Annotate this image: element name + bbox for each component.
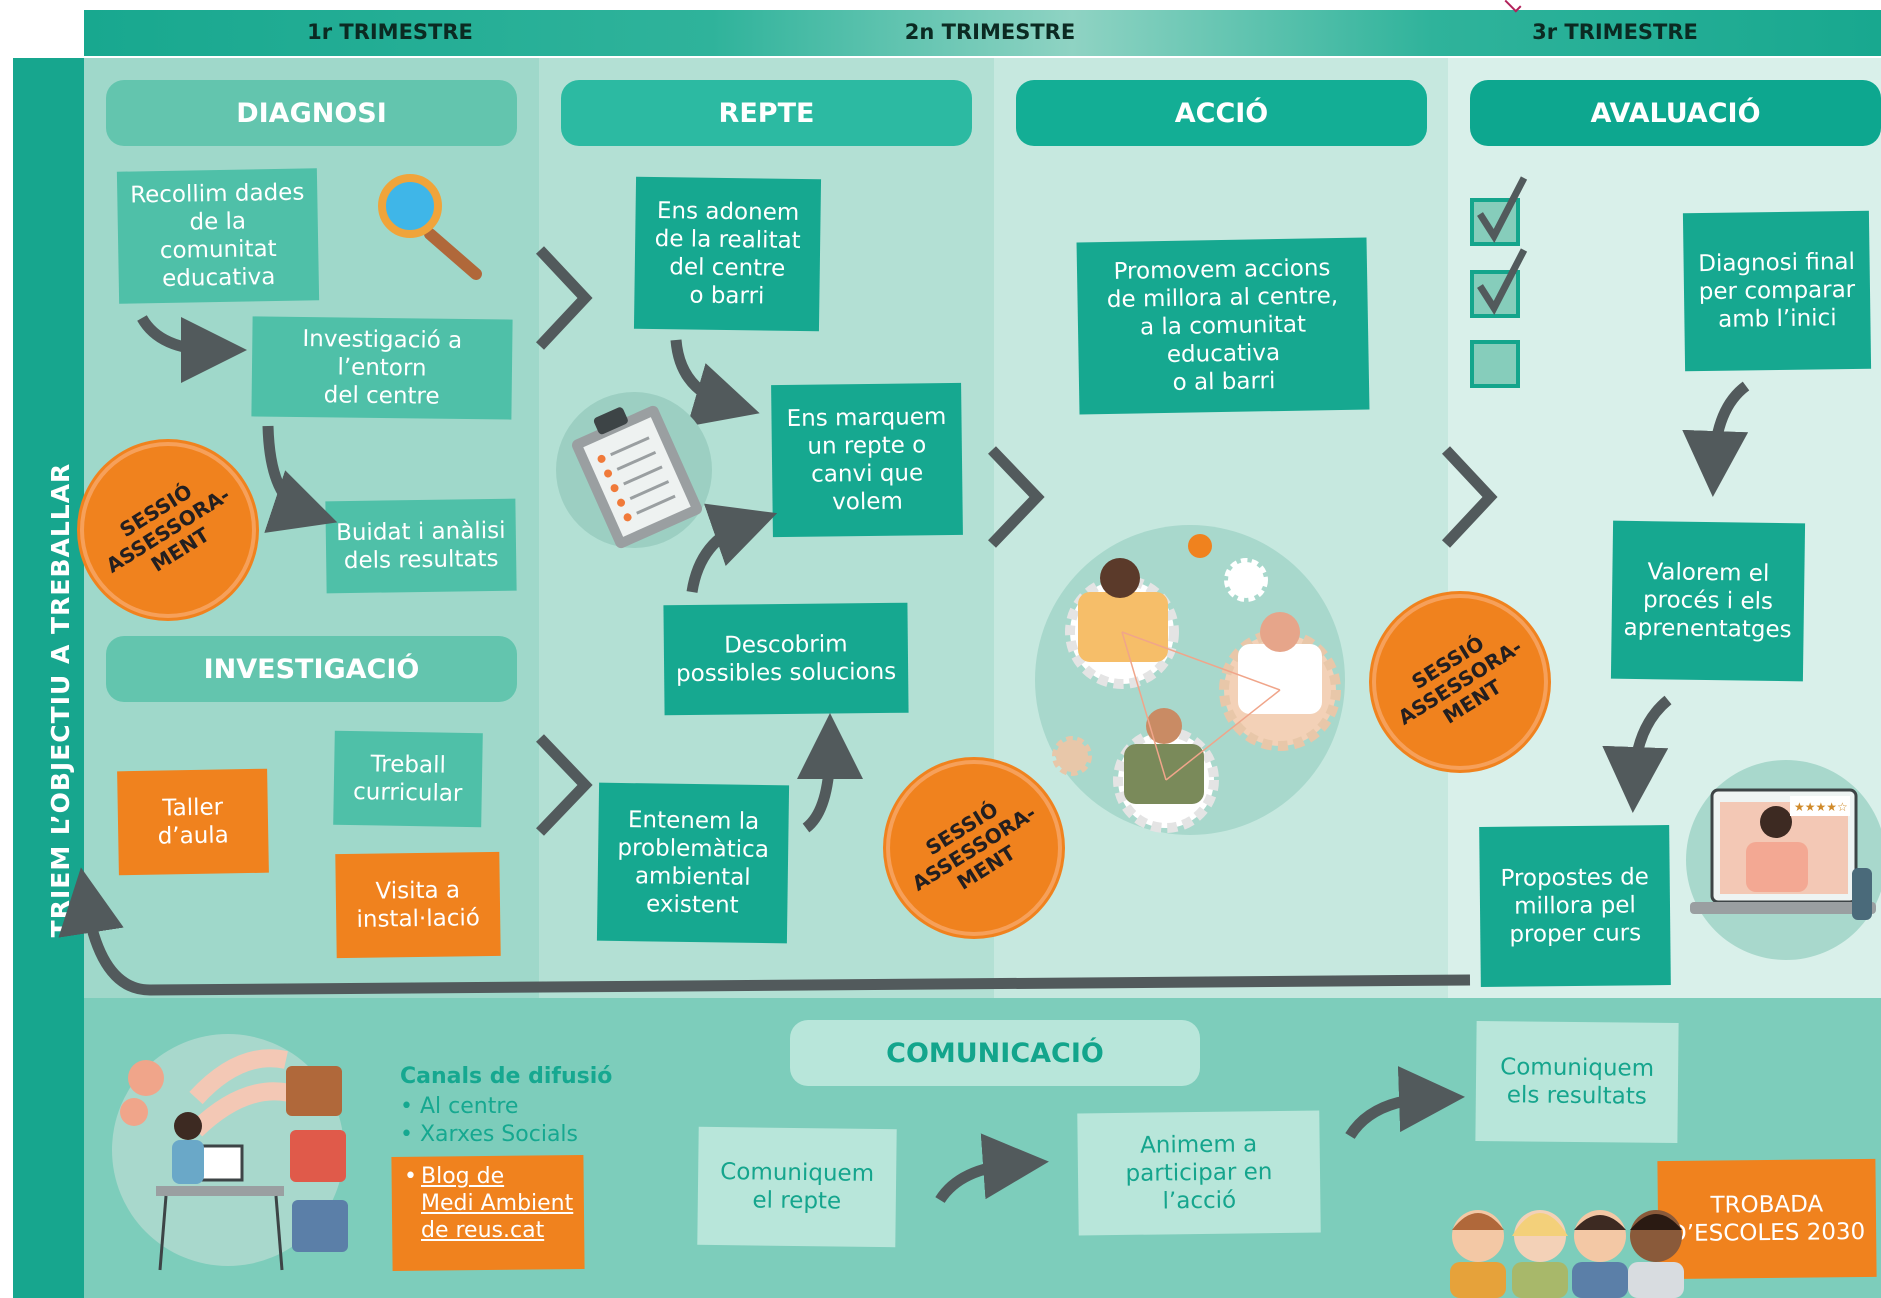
header-comunicacio-label: COMUNICACIÓ bbox=[886, 1037, 1104, 1069]
trimester-band bbox=[84, 10, 1881, 56]
session-badge-2: SESSIÓ ASSESSORA- MENT bbox=[890, 764, 1058, 932]
card-investigacio-entorn: Investigació a l’entorn del centre bbox=[251, 316, 513, 420]
card-buidat-analisi: Buidat i anàlisi dels resultats bbox=[325, 498, 517, 594]
header-comunicacio: COMUNICACIÓ bbox=[790, 1020, 1200, 1086]
card-animem-participar: Animem a participar en l’acció bbox=[1077, 1110, 1321, 1236]
card-taller-aula: Taller d’aula bbox=[117, 768, 269, 876]
session-badge-1: SESSIÓ ASSESSORA- MENT bbox=[84, 446, 252, 614]
sidebar-label: TRIEM L’OBJECTIU A TREBALLAR bbox=[40, 340, 80, 1060]
card-promovem-accions: Promovem accions de millora al centre, a… bbox=[1076, 237, 1370, 415]
header-repte: REPTE bbox=[561, 80, 972, 146]
card-ens-marquem: Ens marquem un repte o canvi que volem bbox=[771, 382, 963, 538]
header-investigacio-label: INVESTIGACIÓ bbox=[203, 653, 420, 685]
card-recollim-dades: Recollim dades de la comunitat educativa bbox=[116, 168, 320, 304]
card-entenem-problematica: Entenem la problemàtica ambiental existe… bbox=[596, 782, 790, 944]
blog-link[interactable]: Blog de Medi Ambient de reus.cat bbox=[421, 1164, 574, 1243]
header-investigacio: INVESTIGACIÓ bbox=[106, 636, 517, 702]
channel-al-centre: • Al centre bbox=[400, 1094, 519, 1119]
sidebar-text: TRIEM L’OBJECTIU A TREBALLAR bbox=[45, 462, 75, 938]
channels-title: Canals de difusió bbox=[400, 1064, 613, 1089]
card-descobrim-solucions: Descobrim possibles solucions bbox=[663, 602, 909, 716]
card-visita-installacio: Visita a instal·lació bbox=[335, 851, 501, 959]
header-diagnosi: DIAGNOSI bbox=[106, 80, 517, 146]
trimester-1-label: 1r TRIMESTRE bbox=[307, 20, 473, 45]
trimester-3-label: 3r TRIMESTRE bbox=[1532, 20, 1698, 45]
header-accio-label: ACCIÓ bbox=[1174, 97, 1269, 129]
card-comuniquem-repte: Comuniquem el repte bbox=[697, 1126, 897, 1248]
card-trobada-escoles: TROBADA D’ESCOLES 2030 bbox=[1657, 1158, 1877, 1280]
card-treball-curricular: Treball curricular bbox=[333, 730, 483, 828]
trimester-2-label: 2n TRIMESTRE bbox=[904, 20, 1076, 45]
session-badge-3: SESSIÓ ASSESSORA- MENT bbox=[1376, 598, 1544, 766]
header-repte-label: REPTE bbox=[718, 97, 815, 129]
card-valorem-proces: Valorem el procés i els aprenentatges bbox=[1610, 520, 1806, 682]
channel-xarxes-socials: • Xarxes Socials bbox=[400, 1122, 578, 1147]
card-propostes-millora: Propostes de millora pel proper curs bbox=[1479, 825, 1671, 987]
header-diagnosi-label: DIAGNOSI bbox=[236, 97, 387, 129]
header-avaluacio: AVALUACIÓ bbox=[1470, 80, 1881, 146]
card-ens-adonem: Ens adonem de la realitat del centre o b… bbox=[633, 176, 822, 332]
header-avaluacio-label: AVALUACIÓ bbox=[1590, 97, 1761, 129]
card-diagnosi-final: Diagnosi final per comparar amb l’inici bbox=[1682, 210, 1872, 372]
sidebar bbox=[13, 58, 84, 1298]
blog-bullet: • bbox=[404, 1164, 417, 1189]
card-comuniquem-resultats: Comuniquem els resultats bbox=[1475, 1020, 1679, 1144]
header-accio: ACCIÓ bbox=[1016, 80, 1427, 146]
